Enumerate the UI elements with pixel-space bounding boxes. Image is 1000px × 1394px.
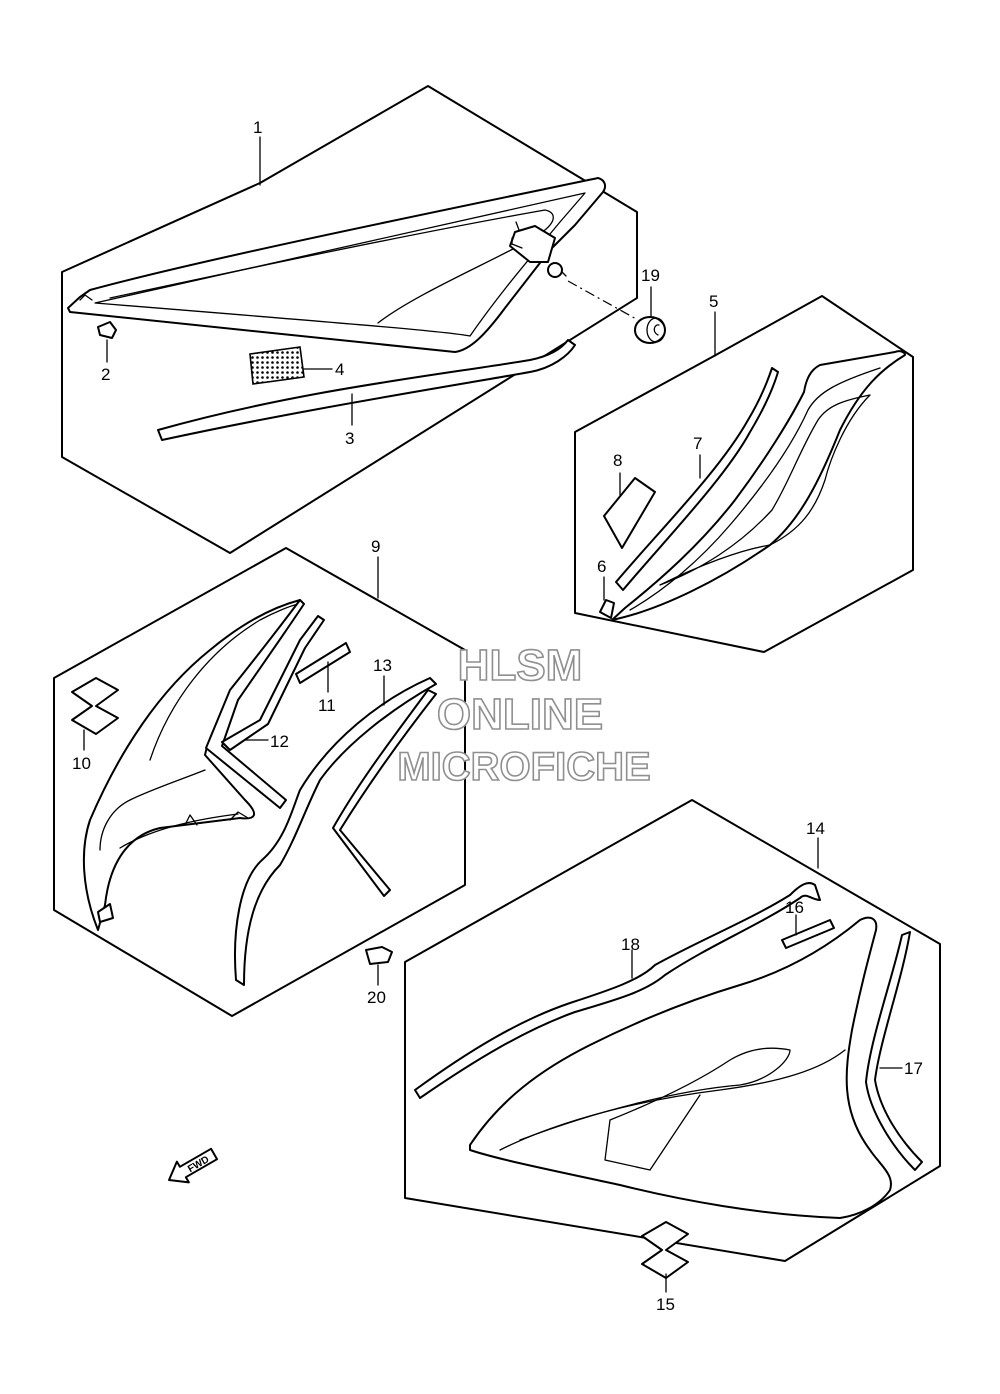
watermark: HLSM ONLINE MICROFICHE: [397, 640, 652, 790]
watermark-line-2: ONLINE: [437, 690, 603, 739]
part-1-frame-cover[interactable]: [67, 177, 607, 353]
callout-6: 6: [597, 557, 606, 576]
callout-7: 7: [693, 434, 702, 453]
part-18-trim-strip[interactable]: [414, 882, 821, 1099]
group-box-1: [61, 85, 638, 554]
callout-15: 15: [656, 1295, 675, 1314]
part-17-trim-strip[interactable]: [865, 931, 923, 1171]
callout-11: 11: [318, 696, 336, 715]
callout-2: 2: [101, 365, 110, 384]
part-10-emblem[interactable]: [71, 677, 119, 751]
part-9-front-cowling[interactable]: [82, 599, 301, 931]
part-2-clip[interactable]: [97, 321, 117, 363]
part-20-clip[interactable]: [365, 946, 393, 986]
part-8-pad[interactable]: [603, 472, 656, 549]
fwd-label: FWD: [186, 1154, 211, 1175]
fwd-direction-arrow: FWD: [168, 1147, 219, 1184]
group-box-5: [574, 295, 914, 653]
callout-20: 20: [367, 988, 386, 1007]
callout-13: 13: [373, 656, 392, 675]
watermark-line-3: MICROFICHE: [397, 745, 650, 789]
part-3-trim-strip[interactable]: [157, 339, 576, 441]
part-15-emblem[interactable]: [641, 1221, 689, 1293]
watermark-line-1: HLSM: [458, 641, 583, 690]
part-12-trim-strip[interactable]: [205, 599, 325, 809]
part-19-grommet[interactable]: [634, 286, 666, 344]
callout-14: 14: [806, 819, 825, 838]
callout-17: 17: [904, 1059, 923, 1078]
part-16-pad[interactable]: [781, 914, 835, 949]
callout-16: 16: [785, 898, 804, 917]
group-box-14: [404, 799, 941, 1262]
callout-4: 4: [335, 360, 344, 379]
callout-9: 9: [371, 537, 380, 556]
callout-8: 8: [613, 451, 622, 470]
part-14-side-cover[interactable]: [469, 916, 892, 1219]
part-6-clip[interactable]: [599, 576, 615, 619]
callout-18: 18: [621, 935, 640, 954]
callout-12: 12: [270, 732, 289, 751]
group-box-9: [53, 547, 466, 1017]
callout-5: 5: [709, 292, 718, 311]
assembly-axis-19: [567, 280, 639, 321]
part-13-trim-strip[interactable]: [234, 675, 437, 986]
part-11-trim-strip[interactable]: [295, 642, 351, 693]
callout-3: 3: [345, 429, 354, 448]
part-4-reflector[interactable]: [249, 346, 333, 385]
part-5-side-cover[interactable]: [611, 350, 906, 621]
part-7-trim-strip[interactable]: [615, 367, 779, 591]
callout-10: 10: [72, 754, 91, 773]
callout-1: 1: [253, 118, 262, 137]
callout-19: 19: [641, 266, 660, 285]
